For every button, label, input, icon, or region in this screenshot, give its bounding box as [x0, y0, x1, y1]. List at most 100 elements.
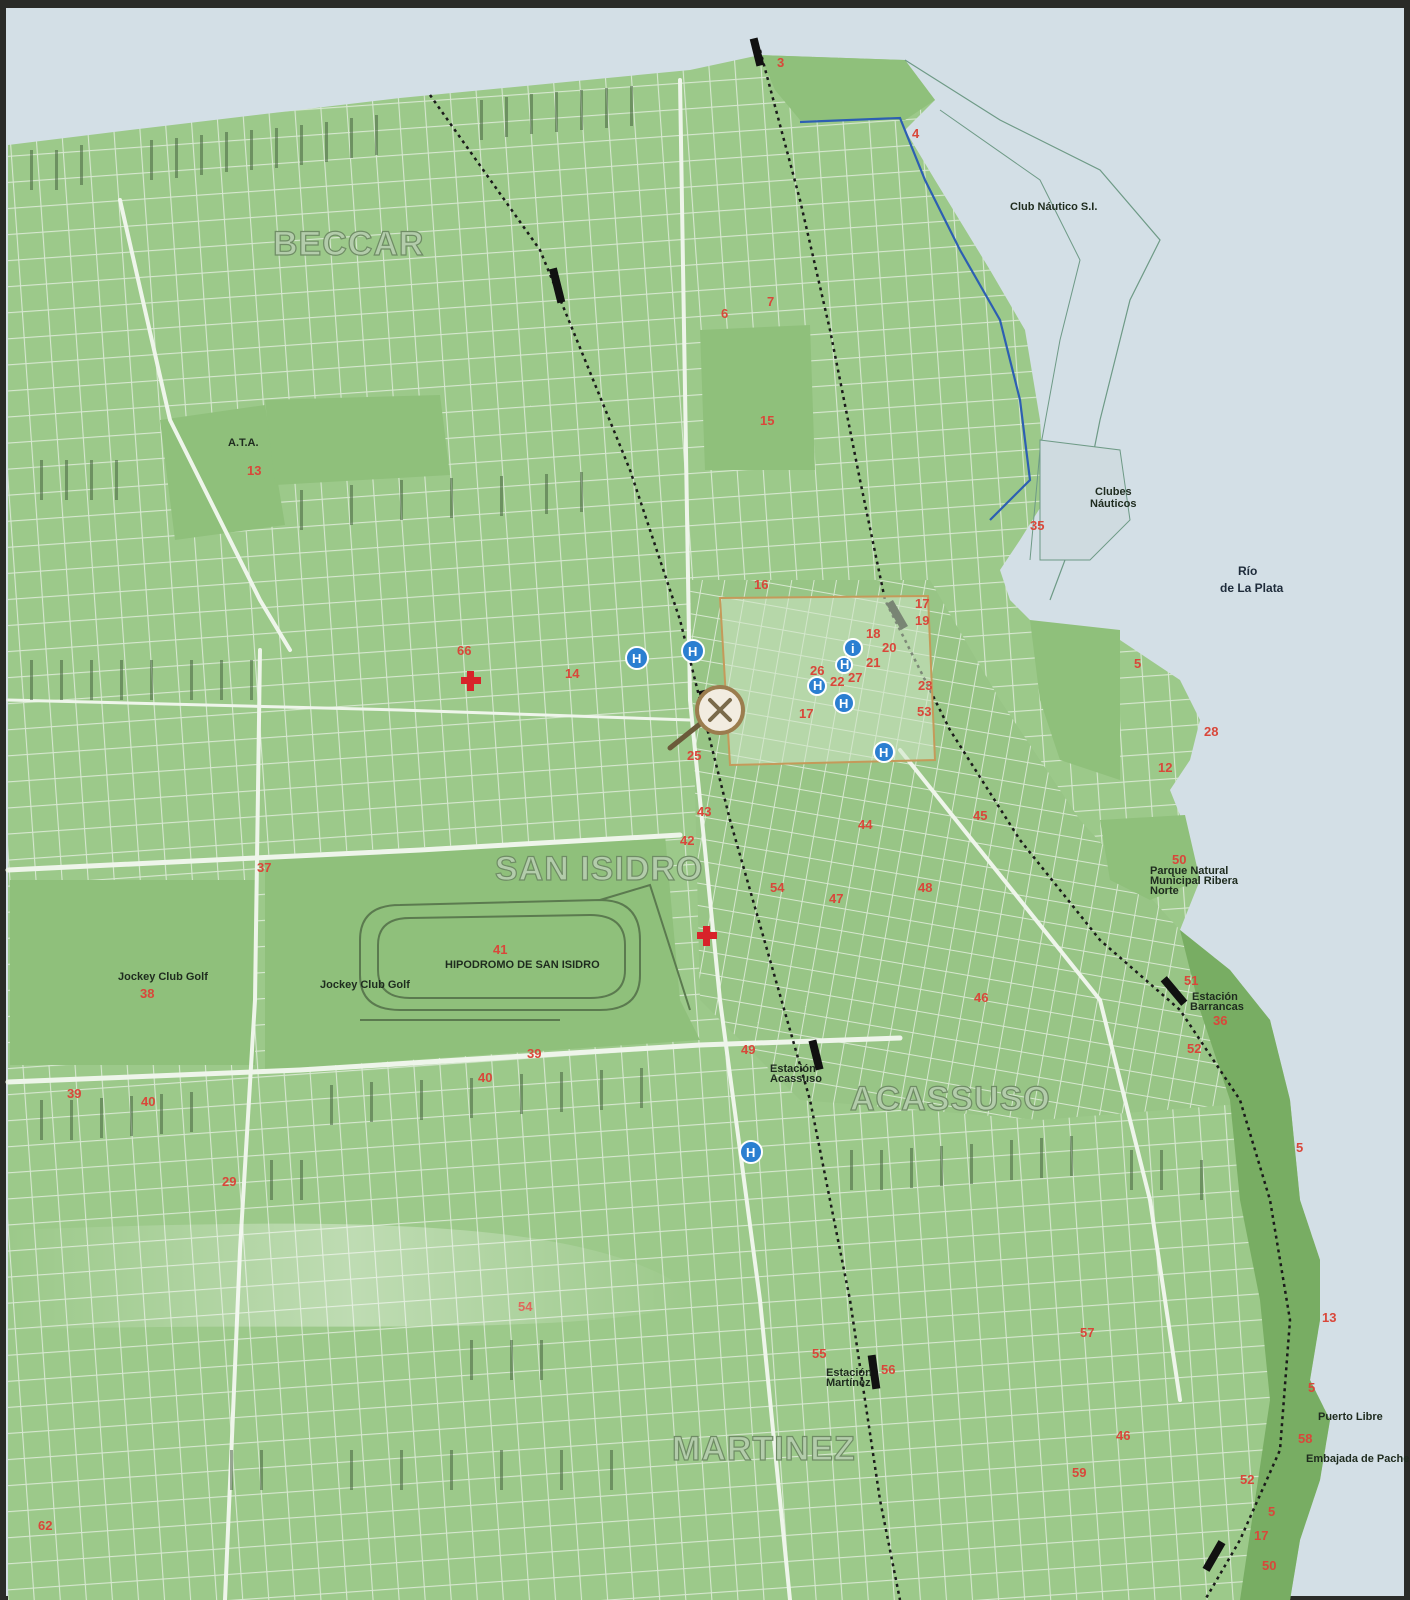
poi-26: 26: [810, 663, 824, 678]
label-rio: Río: [1238, 564, 1257, 578]
hospital-icon[interactable]: H: [625, 646, 649, 670]
poi-49: 49: [741, 1042, 755, 1057]
poi-15: 15: [760, 413, 774, 428]
poi-52a: 52: [1187, 1041, 1201, 1056]
harbor-outline-2: [939, 109, 1081, 561]
street-labels-beccar: [30, 86, 633, 700]
poi-5a: 5: [1134, 656, 1141, 671]
poi-17: 17: [915, 596, 929, 611]
beccar-park: [265, 395, 450, 485]
poi-58: 58: [1298, 1431, 1312, 1446]
poi-39a: 39: [527, 1046, 541, 1061]
station-barrancas-icon: [1160, 976, 1188, 1006]
district-martinez: MARTINEZ: [672, 1430, 856, 1468]
hospital-letter: H: [839, 696, 848, 711]
hospital-letter: H: [688, 644, 697, 659]
north-point-park: [760, 55, 935, 120]
poi-36: 36: [1213, 1013, 1227, 1028]
poi-27: 27: [848, 670, 862, 685]
poi-20: 20: [882, 640, 896, 655]
poi-66: 66: [457, 643, 471, 658]
label-hipodromo: HIPODROMO DE SAN ISIDRO: [445, 959, 600, 971]
poi-22: 22: [830, 674, 844, 689]
info-letter: i: [851, 641, 855, 656]
poi-57: 57: [1080, 1325, 1094, 1340]
poi-4: 4: [912, 126, 920, 141]
historic-center-box: [718, 594, 937, 767]
hospital-icon[interactable]: H: [807, 676, 827, 696]
ata-park: [160, 405, 285, 540]
first-aid-cross-icon[interactable]: [697, 926, 717, 946]
hospital-icon[interactable]: H: [873, 741, 895, 763]
label-est-martinez-1: Estación: [826, 1367, 872, 1379]
district-acassuso: ACASSUSO: [850, 1080, 1051, 1118]
main-roads: [5, 78, 1182, 1600]
poi-35: 35: [1030, 518, 1044, 533]
label-est-acassuso-2: Acassuso: [770, 1073, 822, 1085]
label-jockey-golf: Jockey Club Golf: [320, 979, 410, 991]
first-aid-cross-icon[interactable]: [461, 671, 481, 691]
poi-5b: 5: [1296, 1140, 1303, 1155]
poi-50b: 50: [1262, 1558, 1276, 1573]
poi-5d: 5: [1268, 1504, 1275, 1519]
poi-17c: 17: [1254, 1528, 1268, 1543]
poi-28: 28: [1204, 724, 1218, 739]
poi-53: 53: [917, 704, 931, 719]
magnifier-icon[interactable]: [667, 685, 745, 751]
label-nauticos: Náuticos: [1090, 498, 1136, 510]
poi-numbers: 3 4 6 7 13 14 15 16 17 17 18 19 20 21 22…: [38, 55, 1336, 1573]
label-jockey-golf-west: Jockey Club Golf: [118, 971, 208, 983]
label-est-acassuso-1: Estación: [770, 1063, 816, 1075]
info-icon[interactable]: H: [835, 656, 853, 674]
hospital-icon[interactable]: H: [681, 639, 705, 663]
poi-29: 29: [222, 1174, 236, 1189]
poi-51: 51: [1184, 973, 1198, 988]
parque-natural: [1100, 815, 1200, 900]
poi-55: 55: [812, 1346, 826, 1361]
hospital-letter: H: [813, 678, 822, 693]
label-est-barrancas-2: Barrancas: [1190, 1001, 1244, 1013]
ribera-norte-park: [1030, 620, 1120, 780]
district-san-isidro: SAN ISIDRO: [495, 850, 703, 888]
hospital-letter: H: [632, 651, 641, 666]
label-clubes: Clubes: [1095, 486, 1132, 498]
poi-37: 37: [257, 860, 271, 875]
photo-glare: [8, 1223, 700, 1330]
label-parque-2: Municipal Ribera: [1150, 875, 1239, 887]
poi-62: 62: [38, 1518, 52, 1533]
hospital-icons: H H H H H H i H: [625, 638, 895, 1164]
coast-strip: [1180, 930, 1330, 1600]
district-beccar: BECCAR: [273, 225, 424, 263]
poi-25: 25: [687, 748, 701, 763]
poi-18: 18: [866, 626, 880, 641]
label-ata: A.T.A.: [228, 437, 259, 449]
hospital-letter: H: [879, 745, 888, 760]
label-parque-1: Parque Natural: [1150, 865, 1228, 877]
poi-47: 47: [829, 891, 843, 906]
railway-lines: [428, 49, 1292, 1600]
poi-13: 13: [247, 463, 261, 478]
hipodromo-track: [359, 883, 691, 1021]
poi-50: 50: [1172, 852, 1186, 867]
station-beccar-icon: [549, 267, 566, 304]
poi-46a: 46: [974, 990, 988, 1005]
info-icon[interactable]: i: [843, 638, 863, 658]
jockey-club-golf-west: [10, 880, 255, 1065]
poi-40b: 40: [141, 1094, 155, 1109]
hospital-icon[interactable]: H: [739, 1140, 763, 1164]
port-channel: [799, 116, 1032, 521]
poi-3: 3: [777, 55, 784, 70]
station-martinez-icon: [867, 1354, 881, 1390]
poi-59: 59: [1072, 1465, 1086, 1480]
poi-38: 38: [140, 986, 154, 1001]
info-letter: H: [840, 657, 849, 672]
poi-7: 7: [767, 294, 774, 309]
poi-44: 44: [858, 817, 873, 832]
hospital-icon[interactable]: H: [833, 692, 855, 714]
poi-5c: 5: [1308, 1380, 1315, 1395]
label-paseo-pacheco: Embajada de Pacheco: [1306, 1453, 1410, 1465]
poi-43: 43: [697, 804, 711, 819]
label-est-martinez-2: Martínez: [826, 1377, 871, 1389]
